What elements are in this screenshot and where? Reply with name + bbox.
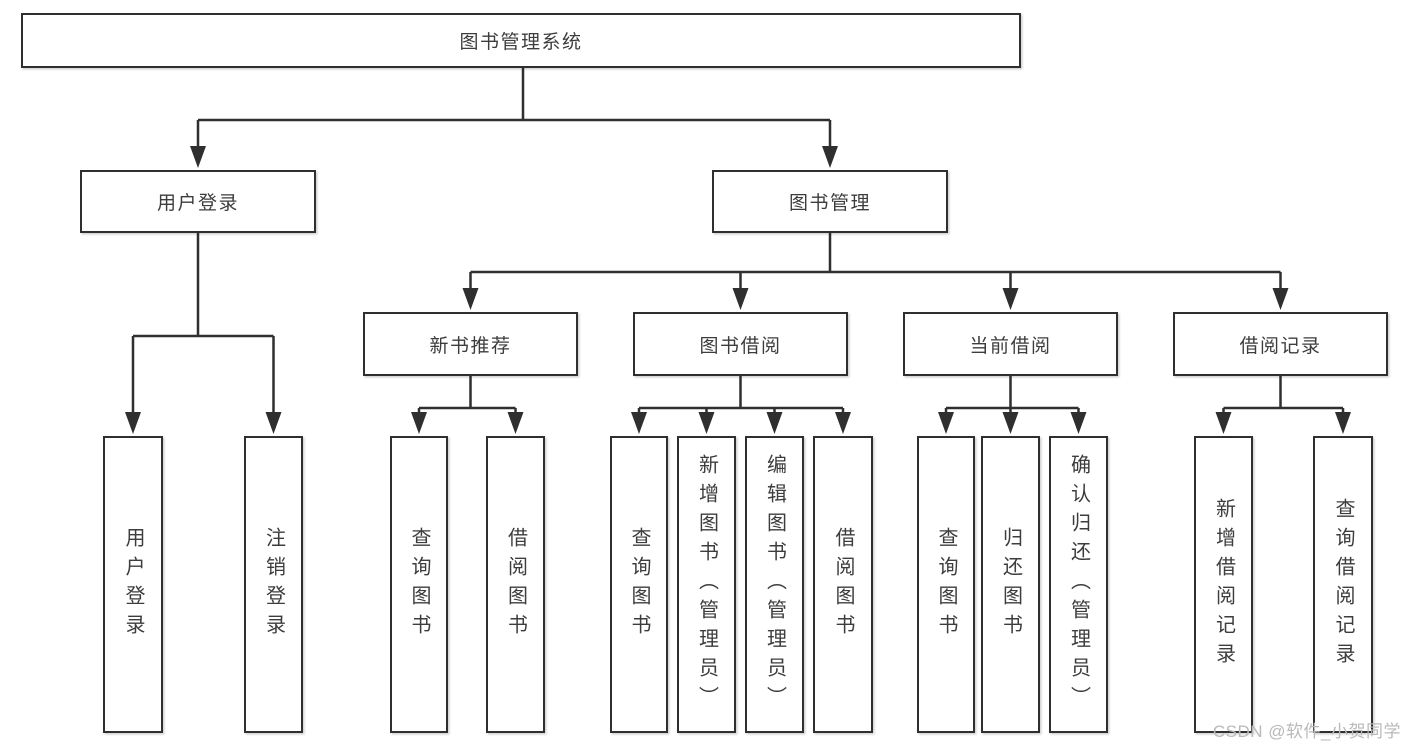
arrowhead	[411, 412, 427, 434]
node-user-login: 用户登录	[80, 170, 316, 233]
node-book-management: 图书管理	[712, 170, 948, 233]
node-library-management-system: 图书管理系统	[21, 13, 1021, 68]
node-label: 借阅图书	[832, 526, 854, 643]
node-label: 新增借阅记录	[1212, 497, 1235, 672]
leaf-query-books-recommend: 查询图书	[390, 436, 448, 733]
leaf-borrow-books: 借阅图书	[813, 436, 873, 733]
arrowhead	[1272, 288, 1289, 310]
node-new-book-recommendation: 新书推荐	[363, 312, 578, 376]
arrowhead	[125, 412, 141, 434]
node-label: 借阅记录	[1239, 335, 1322, 357]
node-label: 图书管理系统	[459, 32, 583, 53]
arrowhead	[462, 288, 479, 310]
node-book-borrowing: 图书借阅	[633, 312, 848, 376]
node-borrowing-records: 借阅记录	[1173, 312, 1388, 376]
arrowhead	[732, 288, 749, 310]
leaf-add-books-admin: 新增图书（管理员）	[677, 436, 736, 733]
node-label: 查询图书	[935, 526, 957, 643]
arrowhead	[631, 412, 647, 434]
leaf-query-borrow-record: 查询借阅记录	[1313, 436, 1373, 733]
node-label: 编辑图书（管理员）	[763, 454, 786, 715]
connector-lines	[131, 68, 1345, 415]
node-label: 查询借阅记录	[1332, 497, 1354, 672]
node-label: 归还图书	[999, 526, 1022, 643]
node-label: 借阅图书	[504, 526, 527, 643]
node-label: 确认归还（管理员）	[1067, 454, 1090, 715]
arrowhead	[822, 146, 838, 168]
node-label: 用户登录	[156, 193, 239, 214]
node-label: 当前借阅	[969, 335, 1052, 357]
arrowhead	[766, 412, 783, 434]
leaf-query-books-current: 查询图书	[917, 436, 975, 733]
node-label: 查询图书	[408, 526, 430, 643]
csdn-watermark: CSDN @软件_小贺同学	[1212, 722, 1401, 741]
node-label: 用户登录	[122, 526, 144, 643]
arrowhead	[1002, 412, 1019, 434]
leaf-add-borrow-record: 新增借阅记录	[1194, 436, 1253, 733]
leaf-borrow-books-recommend: 借阅图书	[486, 436, 545, 733]
arrowhead	[698, 412, 715, 434]
arrowhead	[1002, 288, 1019, 310]
arrowhead	[1070, 412, 1087, 434]
node-label: 图书借阅	[699, 335, 782, 357]
arrowhead	[1215, 412, 1232, 434]
leaf-query-books-borrowing: 查询图书	[610, 436, 668, 733]
leaf-edit-books-admin: 编辑图书（管理员）	[745, 436, 804, 733]
arrowhead	[265, 412, 282, 434]
leaf-user-login: 用户登录	[103, 436, 163, 733]
node-current-borrowing: 当前借阅	[903, 312, 1118, 376]
arrowhead	[1335, 412, 1351, 434]
node-label: 新增图书（管理员）	[695, 454, 718, 715]
arrowhead	[938, 412, 954, 434]
leaf-confirm-return-admin: 确认归还（管理员）	[1049, 436, 1108, 733]
arrowheads	[125, 146, 1351, 434]
node-label: 图书管理	[788, 193, 871, 214]
leaf-return-books: 归还图书	[981, 436, 1040, 733]
node-label: 新书推荐	[429, 335, 512, 357]
arrowhead	[190, 146, 206, 168]
arrowhead	[835, 412, 851, 434]
node-label: 查询图书	[628, 526, 650, 643]
leaf-logout: 注销登录	[244, 436, 303, 733]
arrowhead	[507, 412, 524, 434]
node-label: 注销登录	[262, 526, 285, 643]
